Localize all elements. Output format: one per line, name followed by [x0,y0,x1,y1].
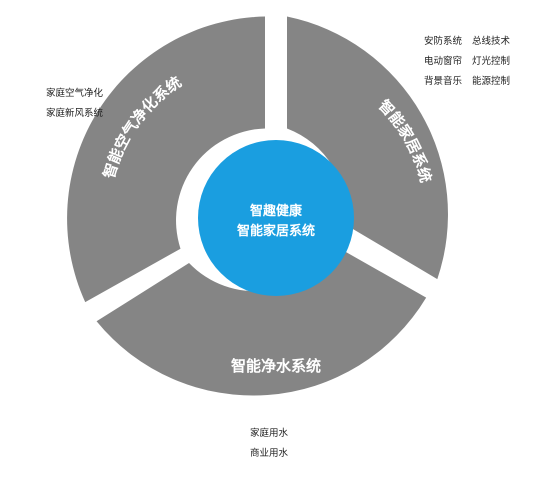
note-item: 安防系统 [424,36,463,47]
note-row: 安防系统总线技术 [424,32,510,52]
center-title: 智趣健康 [250,203,303,219]
note-item: 电动窗帘 [424,56,463,67]
center-subtitle: 智能家居系统 [237,223,315,239]
notes-smart-home: 安防系统总线技术 电动窗帘灯光控制 背景音乐能源控制 [424,32,510,92]
segment-smart-home [287,16,448,280]
note-item: 灯光控制 [472,56,511,67]
note-item: 商业用水 [250,448,289,459]
center-circle [198,140,354,296]
note-row: 电动窗帘灯光控制 [424,52,510,72]
segment-water-purification [96,245,427,396]
note-item: 能源控制 [472,76,511,87]
segment-air-purification [67,16,266,303]
segment-label-water-purification: 智能净水系统 [231,357,321,375]
note-item: 家庭用水 [250,428,289,439]
note-item: 背景音乐 [424,76,463,87]
note-item: 家庭新风系统 [46,108,104,119]
notes-air-purification: 家庭空气净化 家庭新风系统 [46,84,103,124]
note-row: 背景音乐能源控制 [424,72,510,92]
note-item: 家庭空气净化 [46,88,104,99]
note-item: 总线技术 [472,36,511,47]
notes-water-purification: 家庭用水 商业用水 [250,424,288,464]
